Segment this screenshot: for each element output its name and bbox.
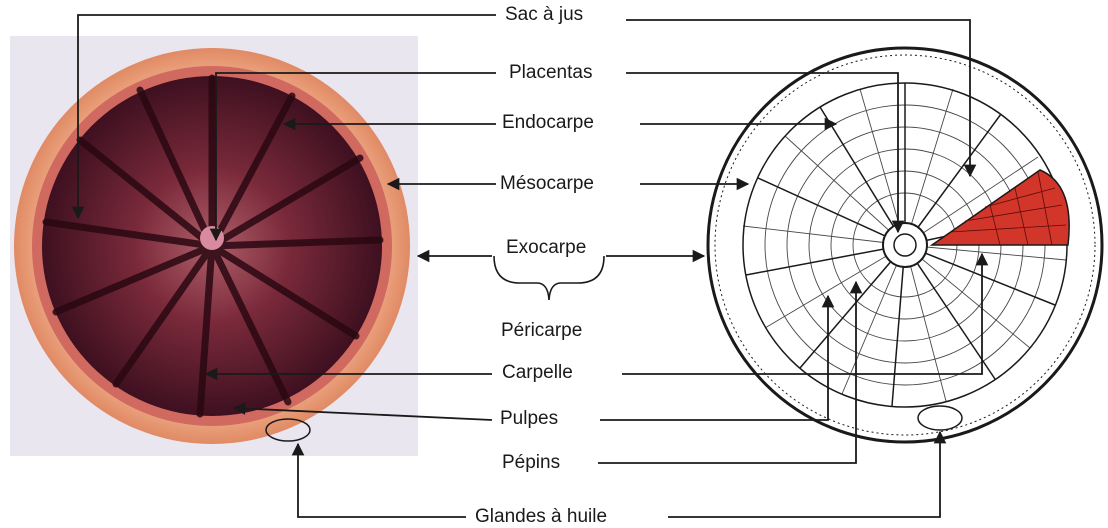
label-placentas: Placentas [507,62,594,84]
label-endocarpe: Endocarpe [500,112,596,134]
label-exocarpe: Exocarpe [504,237,588,259]
label-sac-a-jus: Sac à jus [503,4,585,26]
label-pulpes: Pulpes [498,408,560,430]
pericarpe-brace [494,256,604,300]
label-pepins: Pépins [500,452,562,474]
orange-photo [10,36,418,456]
label-glandes-a-huile: Glandes à huile [473,506,609,528]
label-pericarpe: Péricarpe [499,320,584,342]
label-carpelle: Carpelle [500,362,575,384]
orange-center [200,226,224,250]
leader-glandes-right [668,432,940,517]
label-mesocarpe: Mésocarpe [498,173,596,195]
orange-schematic [708,48,1102,442]
schematic-center-ring [883,223,927,267]
